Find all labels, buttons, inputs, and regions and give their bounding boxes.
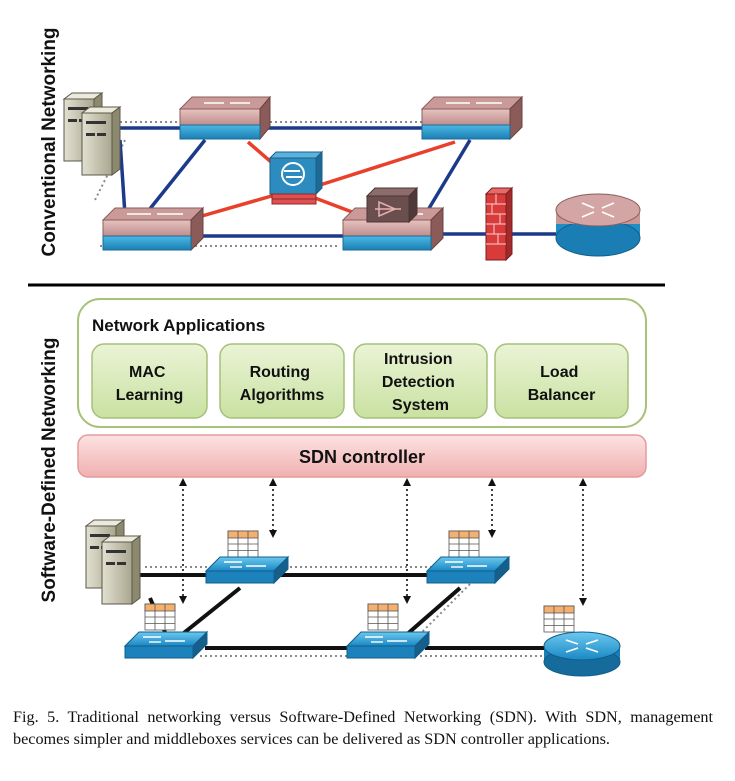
flow-table-icon — [144, 603, 176, 631]
firewall-icon — [484, 186, 514, 262]
svg-text:Intrusion Detection: Intrusion Detection System — [382, 351, 459, 414]
middlebox-icon — [365, 186, 419, 224]
app-label-line: Detection — [382, 374, 455, 391]
router-icon — [555, 193, 641, 257]
flow-table-icon — [227, 530, 259, 558]
app-box[interactable]: Load Balancer — [494, 343, 629, 419]
switch-icon — [425, 555, 511, 585]
load-balancer-icon — [268, 150, 324, 205]
app-box[interactable]: Intrusion Detection System — [353, 343, 488, 419]
app-label-line: Balancer — [528, 387, 596, 404]
app-label-line: Algorithms — [240, 387, 325, 404]
flow-table-icon — [543, 605, 575, 633]
sdn-controller-label: SDN controller — [299, 447, 425, 467]
network-applications-title: Network Applications — [92, 316, 265, 335]
app-label-line: Intrusion — [384, 351, 452, 368]
switch-icon — [420, 95, 524, 141]
sdn-section-label: Software-Defined Networking — [39, 338, 60, 603]
server-icon — [63, 92, 121, 176]
figure-caption: Fig. 5. Traditional networking versus So… — [13, 708, 713, 748]
app-box[interactable]: MAC Learning — [91, 343, 208, 419]
control-channel-arrows — [182, 484, 584, 600]
flow-table-icon — [367, 603, 399, 631]
arrow-heads — [179, 478, 587, 606]
switch-icon — [178, 95, 272, 141]
app-label-line: Load — [540, 364, 578, 381]
sdn-controller[interactable]: SDN controller — [77, 434, 647, 478]
router-icon — [543, 631, 621, 677]
conventional-section-label: Conventional Networking — [39, 27, 60, 256]
app-box[interactable]: Routing Algorithms — [219, 343, 345, 419]
switch-icon — [345, 630, 431, 660]
server-icon — [85, 519, 141, 605]
svg-text:Routing Algorithms: Routing Algorithms — [240, 364, 325, 404]
app-label-line: Routing — [250, 364, 310, 381]
switch-icon — [123, 630, 209, 660]
svg-text:Load Balancer: Load Balancer — [528, 364, 596, 404]
app-label-line: System — [392, 397, 449, 414]
app-label-line: Learning — [116, 387, 184, 404]
app-label-line: MAC — [129, 364, 166, 381]
flow-table-icon — [448, 530, 480, 558]
sdn-comparison-diagram: Conventional Networking — [28, 27, 665, 677]
svg-text:MAC Learning: MAC Learning — [116, 364, 184, 404]
switch-icon — [204, 555, 290, 585]
switch-icon — [101, 206, 205, 252]
